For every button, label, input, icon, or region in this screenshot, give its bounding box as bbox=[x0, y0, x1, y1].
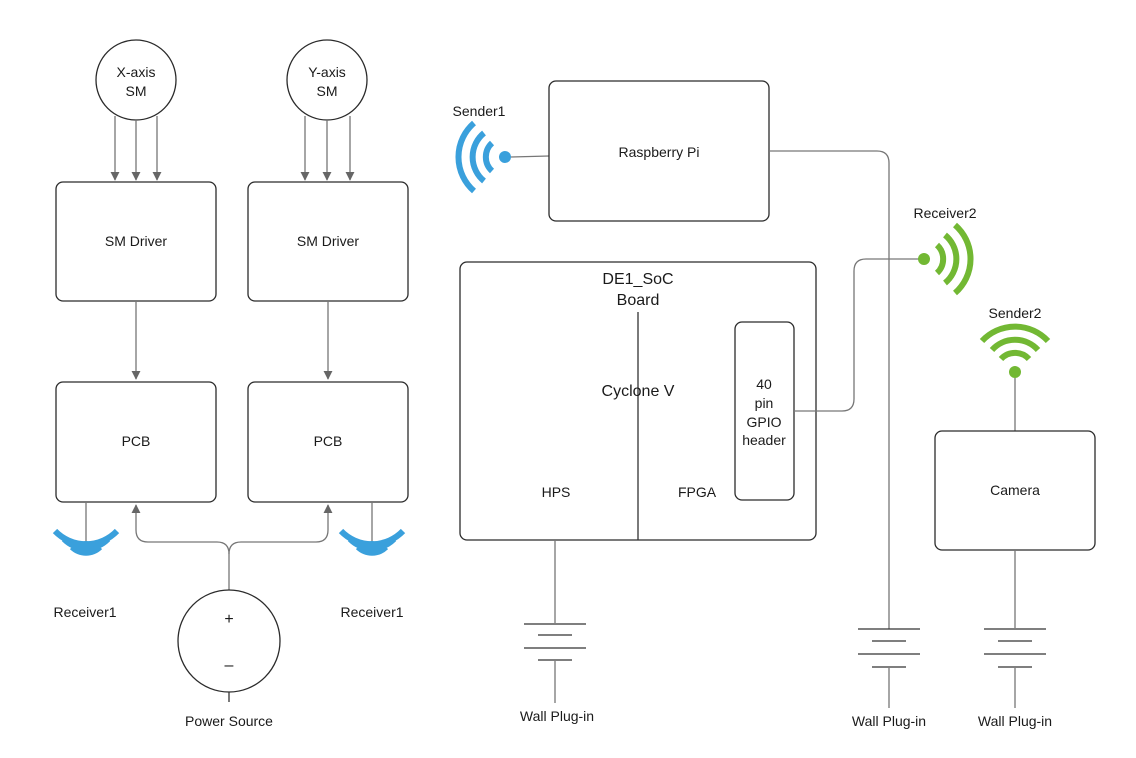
x-motor-to-driver-arrows bbox=[110, 116, 162, 181]
y-motor-to-driver-arrows bbox=[300, 116, 355, 181]
receiver2-wifi-icon bbox=[918, 222, 974, 296]
cyclone-v-label: Cyclone V bbox=[602, 383, 675, 400]
x-motor-label-line2: SM bbox=[126, 83, 147, 99]
de1-soc-board-box: DE1_SoC Board Cyclone V HPS FPGA bbox=[459, 261, 817, 541]
sender2-wifi-icon bbox=[979, 323, 1051, 378]
x-sm-driver-box: SM Driver bbox=[55, 181, 217, 302]
sender1-to-pi-wire bbox=[510, 155, 550, 158]
receiver1-left-wifi-icon bbox=[52, 528, 120, 556]
x-motor-label-line1: X-axis bbox=[117, 64, 156, 80]
wall-plug-camera-label: Wall Plug-in bbox=[978, 713, 1052, 729]
gpio-label-line2: pin bbox=[755, 395, 774, 411]
y-motor-label-line2: SM bbox=[317, 83, 338, 99]
receiver1-right-label: Receiver1 bbox=[340, 604, 403, 620]
camera-box: Camera bbox=[934, 430, 1096, 551]
y-motor-label-line1: Y-axis bbox=[308, 64, 346, 80]
x-sm-driver-label: SM Driver bbox=[105, 233, 168, 249]
fpga-label: FPGA bbox=[678, 484, 717, 500]
gpio-label-line4: header bbox=[742, 432, 786, 448]
de1-board-label-line1: DE1_SoC bbox=[602, 271, 673, 288]
receiver2-label: Receiver2 bbox=[913, 205, 976, 221]
receiver1-left-label: Receiver1 bbox=[53, 604, 116, 620]
power-plus-sign: + bbox=[224, 611, 233, 628]
raspberry-pi-box: Raspberry Pi bbox=[548, 80, 770, 222]
raspberry-pi-label: Raspberry Pi bbox=[619, 144, 700, 160]
power-distribution-wires bbox=[131, 504, 333, 590]
camera-label: Camera bbox=[990, 482, 1040, 498]
x-axis-stepper-motor: X-axis SM bbox=[95, 39, 177, 121]
y-sm-driver-box: SM Driver bbox=[247, 181, 409, 302]
x-pcb-box: PCB bbox=[55, 381, 217, 503]
power-source-label: Power Source bbox=[185, 713, 273, 729]
wall-plug-camera-battery-icon bbox=[984, 550, 1046, 708]
gpio-label-line3: GPIO bbox=[746, 414, 781, 430]
gpio-to-receiver2-wire bbox=[794, 258, 919, 412]
hps-label: HPS bbox=[542, 484, 571, 500]
y-axis-stepper-motor: Y-axis SM bbox=[286, 39, 368, 121]
gpio-header-box: 40 pin GPIO header bbox=[734, 321, 795, 501]
y-sm-driver-label: SM Driver bbox=[297, 233, 360, 249]
wall-plug-board-label: Wall Plug-in bbox=[520, 708, 594, 724]
sender1-label: Sender1 bbox=[453, 103, 506, 119]
x-pcb-label: PCB bbox=[122, 433, 151, 449]
sender1-wifi-icon bbox=[455, 120, 511, 194]
power-minus-sign: – bbox=[225, 657, 234, 674]
gpio-label-line1: 40 bbox=[756, 376, 772, 392]
power-source: + – bbox=[177, 589, 281, 702]
de1-board-label-line2: Board bbox=[617, 292, 660, 309]
wall-plug-board-battery-icon bbox=[524, 540, 586, 703]
y-pcb-box: PCB bbox=[247, 381, 409, 503]
sender2-label: Sender2 bbox=[989, 305, 1042, 321]
wall-plug-pi-label: Wall Plug-in bbox=[852, 713, 926, 729]
pi-to-wall-plug-wire bbox=[769, 150, 890, 629]
wall-plug-pi-battery-icon bbox=[858, 628, 920, 708]
receiver1-right-wifi-icon bbox=[338, 528, 406, 556]
y-pcb-label: PCB bbox=[314, 433, 343, 449]
